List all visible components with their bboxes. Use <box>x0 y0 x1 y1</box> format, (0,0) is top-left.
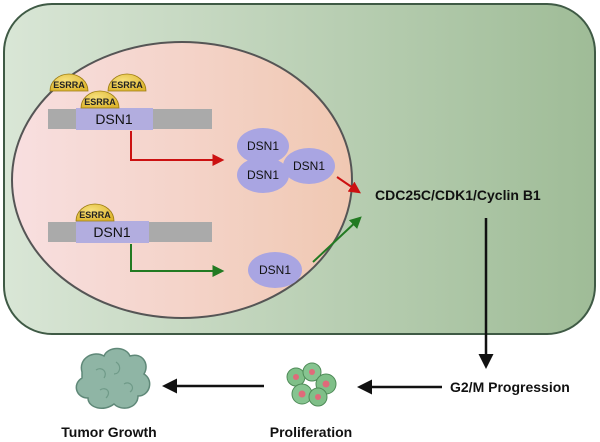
dsn1-protein-label-a: DSN1 <box>247 139 279 153</box>
dsn1-protein-c <box>283 148 335 184</box>
gene-bottom: DSN1 ESRRA <box>48 203 212 243</box>
cell-cluster-icon <box>286 362 337 407</box>
esrra-label-1: ESRRA <box>53 80 85 90</box>
esrra-factor-1: ESRRA <box>49 73 89 92</box>
esrra-factor-4: ESRRA <box>75 203 115 222</box>
dsn1-protein-d <box>248 252 302 288</box>
esrra-label-4: ESRRA <box>79 210 111 220</box>
esrra-label-2: ESRRA <box>111 80 143 90</box>
dsn1-protein-label-d: DSN1 <box>259 263 291 277</box>
red-arrow-upregulation <box>130 131 225 166</box>
g2m-progression-label: G2/M Progression <box>450 379 570 395</box>
esrra-label-3: ESRRA <box>84 97 116 107</box>
dsn1-gene-region-top <box>76 108 153 130</box>
red-arrow-to-complex <box>336 176 361 194</box>
tumor-growth-label: Tumor Growth <box>61 424 156 440</box>
green-arrow-baseline <box>130 244 225 277</box>
proliferation-label: Proliferation <box>270 424 352 440</box>
dsn1-protein-a <box>237 128 289 164</box>
dsn1-protein-label-c: DSN1 <box>293 159 325 173</box>
esrra-factor-3: ESRRA <box>80 90 120 109</box>
dsn1-protein-b <box>237 157 289 193</box>
esrra-factor-2: ESRRA <box>107 73 147 92</box>
green-arrow-to-complex <box>312 216 362 263</box>
cdc25c-cdk1-cyclinb1-label: CDC25C/CDK1/Cyclin B1 <box>375 187 541 203</box>
tumor-icon <box>75 347 151 410</box>
dsn1-gene-label-bottom: DSN1 <box>93 224 131 240</box>
dsn1-protein-single: DSN1 <box>248 252 302 288</box>
dsn1-gene-region-bottom <box>76 221 149 243</box>
dsn1-protein-label-b: DSN1 <box>247 168 279 182</box>
dsn1-protein-cluster: DSN1 DSN1 DSN1 <box>237 128 335 193</box>
dsn1-gene-label-top: DSN1 <box>95 111 133 127</box>
gene-top: DSN1 ESRRA ESRRA ESRRA <box>48 73 212 130</box>
